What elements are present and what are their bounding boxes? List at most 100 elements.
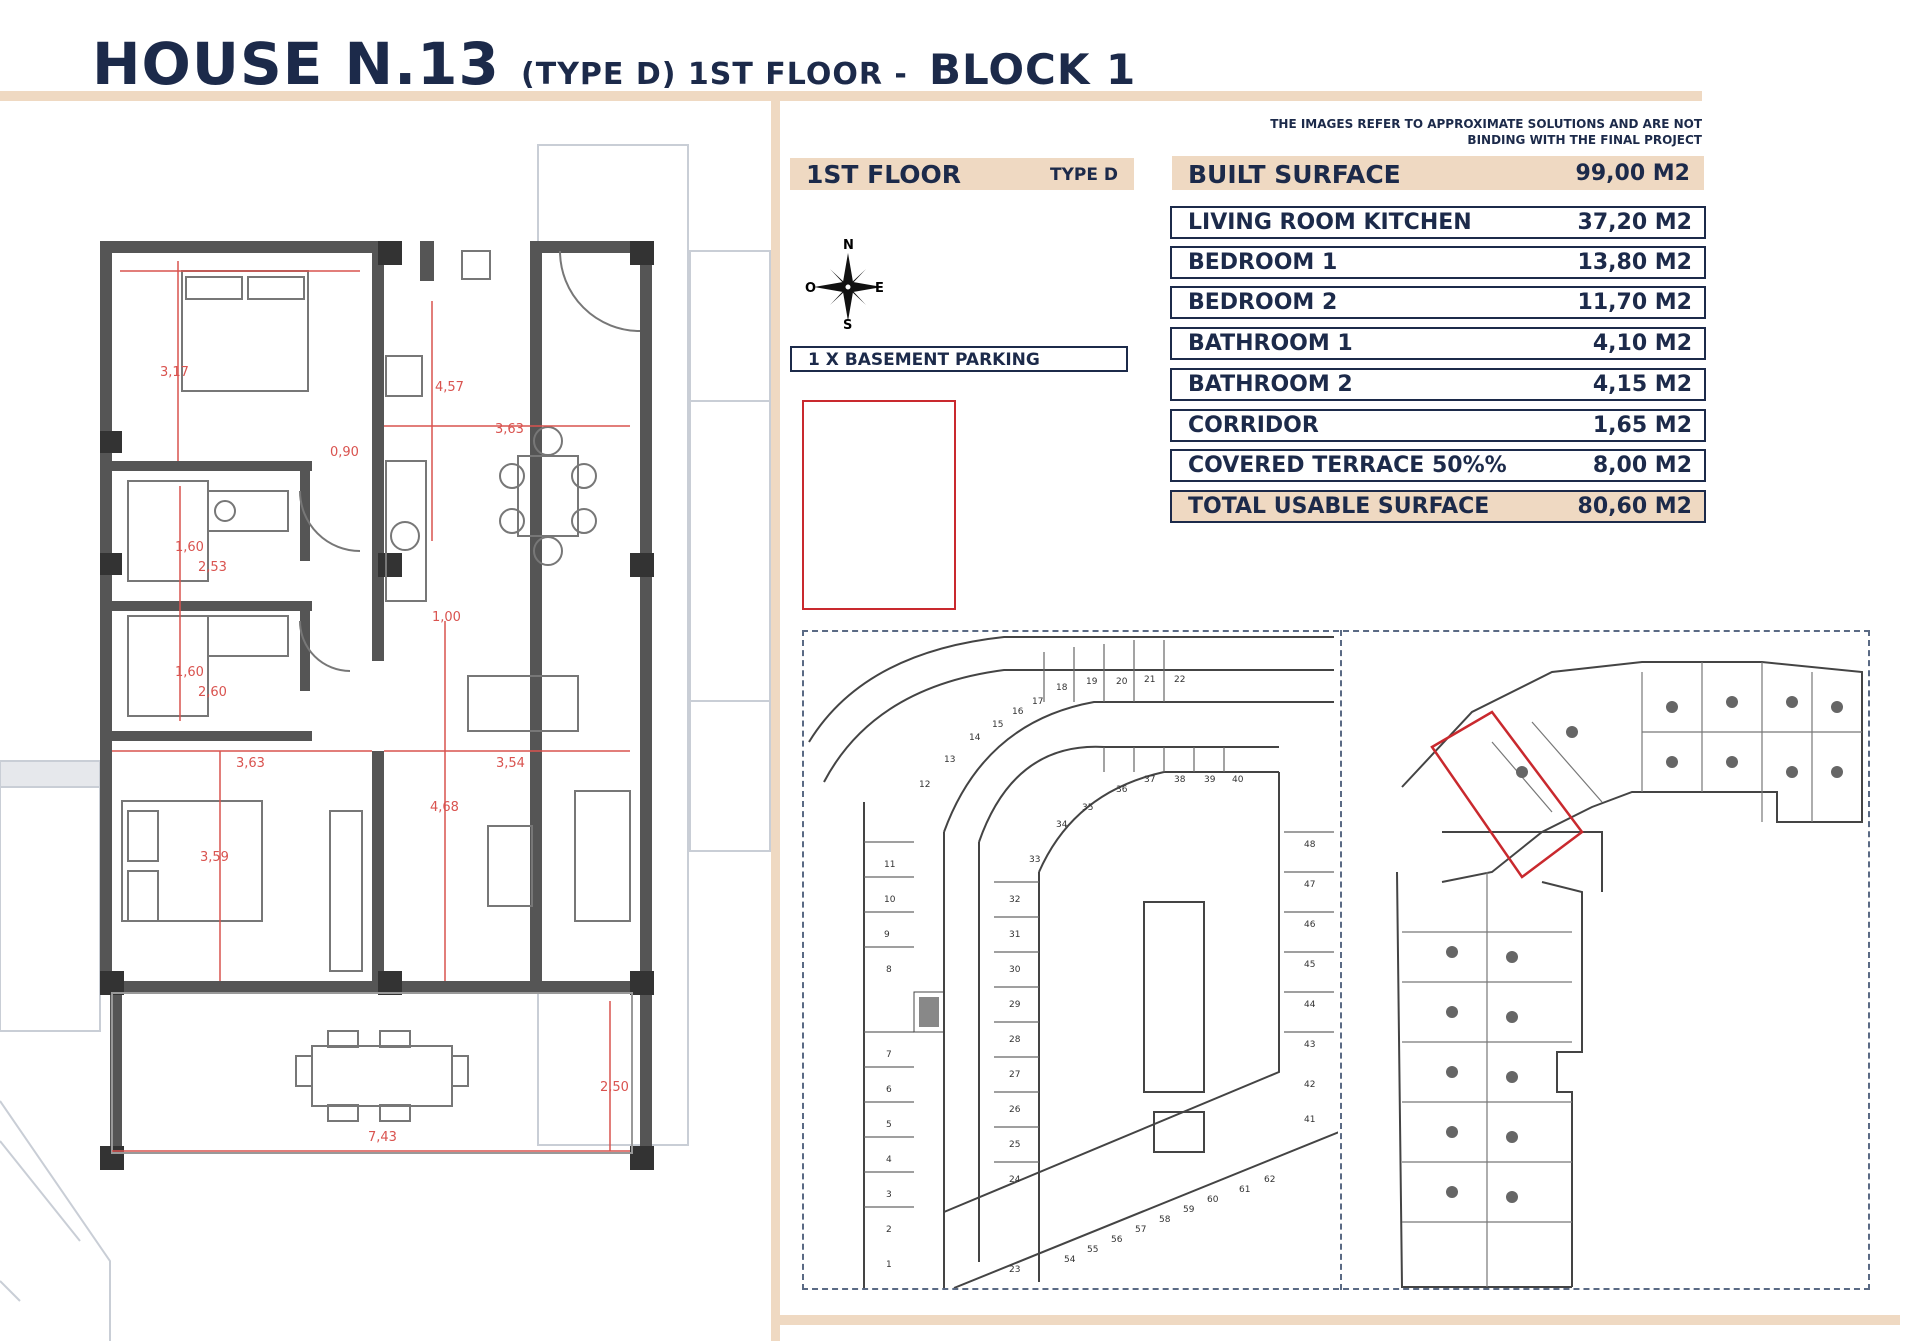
garage-outline: [808, 636, 1338, 1288]
surface-value: 11,70 M2: [1577, 290, 1692, 315]
surface-row: BATHROOM 1 4,10 M2: [1170, 327, 1706, 360]
surface-row: BEDROOM 1 13,80 M2: [1170, 246, 1706, 279]
surface-row: COVERED TERRACE 50%% 8,00 M2: [1170, 449, 1706, 482]
parking-number: 55: [1087, 1245, 1098, 1255]
parking-spot-frame: [802, 400, 956, 610]
surface-value: 80,60 M2: [1577, 494, 1692, 519]
parking-number: 24: [1009, 1175, 1021, 1185]
parking-number: 4: [886, 1155, 892, 1165]
parking-number: 43: [1304, 1040, 1315, 1050]
surface-label: BEDROOM 1: [1188, 250, 1338, 275]
vertical-divider: [771, 101, 780, 1341]
parking-number: 46: [1304, 920, 1316, 930]
parking-box: 1 X BASEMENT PARKING: [790, 346, 1128, 372]
compass-n: N: [843, 238, 854, 253]
dimension-label: 3,17: [160, 365, 189, 380]
page-title: HOUSE N.13 (TYPE D) 1ST FLOOR - BLOCK 1: [92, 30, 1136, 98]
dimension-label: 3,63: [495, 422, 524, 437]
dimension-label: 1,60: [175, 665, 204, 680]
compass-s: S: [843, 318, 852, 330]
surface-label: BATHROOM 1: [1188, 331, 1353, 356]
terrace: [111, 992, 633, 1154]
surface-value: 1,65 M2: [1592, 413, 1692, 438]
parking-number: 8: [886, 965, 892, 975]
dimension-label: 2,50: [600, 1080, 629, 1095]
block-outline: [1396, 661, 1863, 1288]
parking-number: 35: [1082, 803, 1093, 813]
built-surface-value: 99,00 M2: [1575, 161, 1690, 186]
selected-unit-highlight: [1430, 710, 1584, 879]
parking-number: 31: [1009, 930, 1020, 940]
house-number: HOUSE N.13: [92, 30, 500, 98]
surface-row: BEDROOM 2 11,70 M2: [1170, 286, 1706, 319]
structural-pillars: [100, 241, 654, 1170]
surface-label: COVERED TERRACE 50%%: [1188, 453, 1507, 478]
parking-number: 56: [1111, 1235, 1123, 1245]
dimension-label: 3,59: [200, 850, 229, 865]
surface-row: CORRIDOR 1,65 M2: [1170, 409, 1706, 442]
parking-number: 10: [884, 895, 896, 905]
parking-number: 7: [886, 1050, 892, 1060]
dimension-lines: [112, 261, 630, 1152]
floor-plan: 3,17 4,57 3,63 0,90 1,60 2,53 1,00 1,60 …: [0, 144, 771, 1341]
surface-label: CORRIDOR: [1188, 413, 1319, 438]
dimension-label: 7,43: [368, 1130, 397, 1145]
compass-o: O: [805, 281, 816, 296]
parking-number: 37: [1144, 775, 1155, 785]
block-label: BLOCK 1: [929, 45, 1137, 94]
block-interior-lines: [1402, 662, 1862, 1287]
parking-label: 1 X BASEMENT PARKING: [808, 350, 1040, 370]
parking-number: 36: [1116, 785, 1128, 795]
parking-number: 40: [1232, 775, 1244, 785]
parking-number: 22: [1174, 675, 1185, 685]
disclaimer-line-1: THE IMAGES REFER TO APPROXIMATE SOLUTION…: [1270, 117, 1702, 131]
surface-label: LIVING ROOM KITCHEN: [1188, 210, 1472, 235]
dimension-label: 3,54: [496, 756, 525, 771]
disclaimer: THE IMAGES REFER TO APPROXIMATE SOLUTION…: [1270, 116, 1702, 148]
parking-number: 19: [1086, 677, 1098, 687]
total-surface-row: TOTAL USABLE SURFACE 80,60 M2: [1170, 490, 1706, 523]
surface-row: BATHROOM 2 4,15 M2: [1170, 368, 1706, 401]
parking-number: 58: [1159, 1215, 1171, 1225]
parking-bay-lines: [864, 640, 1334, 1208]
parking-number: 5: [886, 1120, 892, 1130]
parking-number: 42: [1304, 1080, 1315, 1090]
parking-number: 14: [969, 733, 981, 743]
built-surface-header: BUILT SURFACE 99,00 M2: [1172, 156, 1704, 190]
dimension-labels: 3,17 4,57 3,63 0,90 1,60 2,53 1,00 1,60 …: [160, 365, 629, 1145]
parking-number: 54: [1064, 1255, 1076, 1265]
surface-label: BEDROOM 2: [1188, 290, 1338, 315]
parking-number: 6: [886, 1085, 892, 1095]
block-site-plan: [1396, 661, 1863, 1288]
surface-value: 4,10 M2: [1592, 331, 1692, 356]
parking-number: 17: [1032, 697, 1043, 707]
dimension-label: 2,53: [198, 560, 227, 575]
parking-number: 20: [1116, 677, 1128, 687]
dimension-label: 1,00: [432, 610, 461, 625]
compass-rose-icon: N S E O: [805, 238, 884, 330]
site-plan-divider: [1340, 630, 1342, 1290]
floor-type: TYPE D: [1049, 165, 1118, 185]
parking-numbers: 12 13 14 15 16 17 18 19 20 21 22 33 34 3…: [884, 675, 1316, 1275]
parking-number: 33: [1029, 855, 1040, 865]
dimension-label: 2,60: [198, 685, 227, 700]
site-plan-frame: [802, 630, 1870, 1290]
parking-number: 32: [1009, 895, 1020, 905]
parking-number: 28: [1009, 1035, 1021, 1045]
surface-value: 8,00 M2: [1592, 453, 1692, 478]
parking-number: 59: [1183, 1205, 1195, 1215]
parking-number: 48: [1304, 840, 1316, 850]
parking-number: 57: [1135, 1225, 1146, 1235]
parking-number: 29: [1009, 1000, 1021, 1010]
parking-number: 15: [992, 720, 1003, 730]
parking-number: 21: [1144, 675, 1155, 685]
furniture: [121, 250, 641, 1122]
surface-label: BATHROOM 2: [1188, 372, 1353, 397]
parking-number: 38: [1174, 775, 1186, 785]
floor-tab: 1ST FLOOR TYPE D: [790, 158, 1134, 190]
parking-number: 44: [1304, 1000, 1316, 1010]
dimension-label: 1,60: [175, 540, 204, 555]
surface-value: 37,20 M2: [1577, 210, 1692, 235]
parking-number: 13: [944, 755, 955, 765]
parking-number: 60: [1207, 1195, 1219, 1205]
